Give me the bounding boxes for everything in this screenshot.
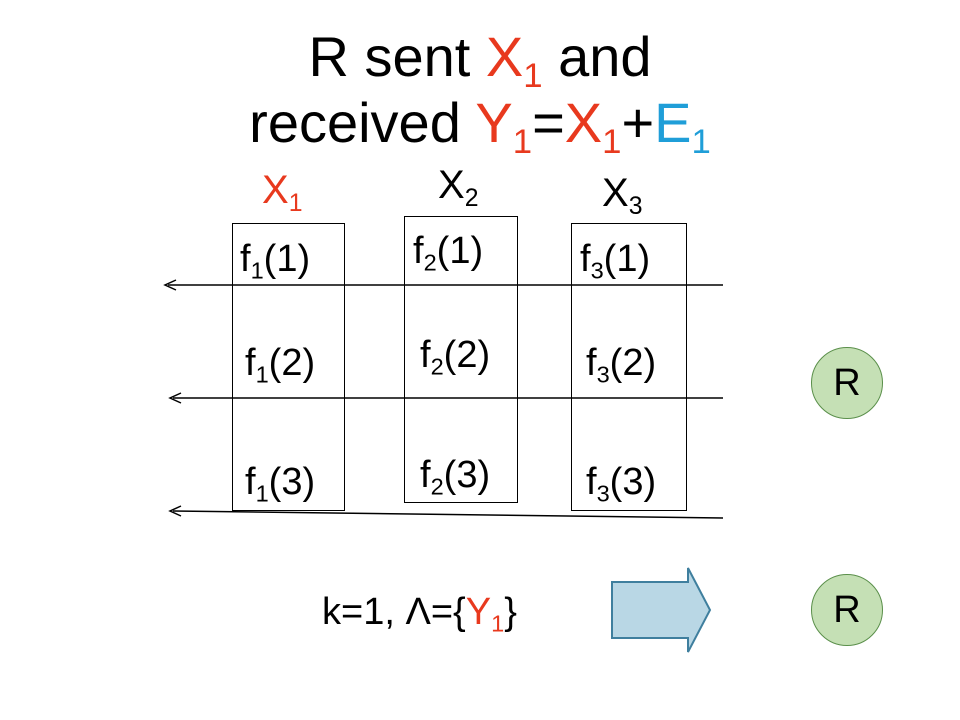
column-label-x2: X2 [438,163,479,212]
block-arrow [611,567,712,653]
title-x1-b: X1 [564,91,622,162]
title-y1: Y1 [475,91,533,162]
column-label-x3: X3 [602,171,643,220]
f3-entry-3: f3(3) [586,461,657,507]
receiver-node: R [811,347,883,419]
column-box-1 [232,223,345,511]
column-box-3 [571,223,687,511]
f2-entry-1: f2(1) [413,230,484,276]
title-line-1: R sent X1 and [308,25,652,96]
slide-title: R sent X1 and received Y1=X1+E1 [0,24,960,162]
column-box-2 [404,216,518,503]
f3-entry-1: f3(1) [580,238,651,284]
f1-entry-3: f1(3) [245,461,316,507]
arrowhead-2 [168,392,182,404]
title-line-2: received Y1=X1+E1 [249,91,711,162]
title-e1: E1 [654,91,711,162]
f2-entry-3: f2(3) [420,454,491,500]
f1-entry-2: f1(2) [245,342,316,388]
f1-entry-1: f1(1) [240,238,311,284]
k-lambda-expression: k=1, Λ={Y1} [322,591,517,637]
result-node: R [811,574,883,646]
f3-entry-2: f3(2) [586,342,657,388]
arrowhead-3 [168,505,182,517]
title-x1: X1 [485,25,543,96]
arrowhead-1 [163,279,177,291]
column-label-x1: X1 [262,168,303,217]
f2-entry-2: f2(2) [420,334,491,380]
signal-line-3 [172,510,724,519]
